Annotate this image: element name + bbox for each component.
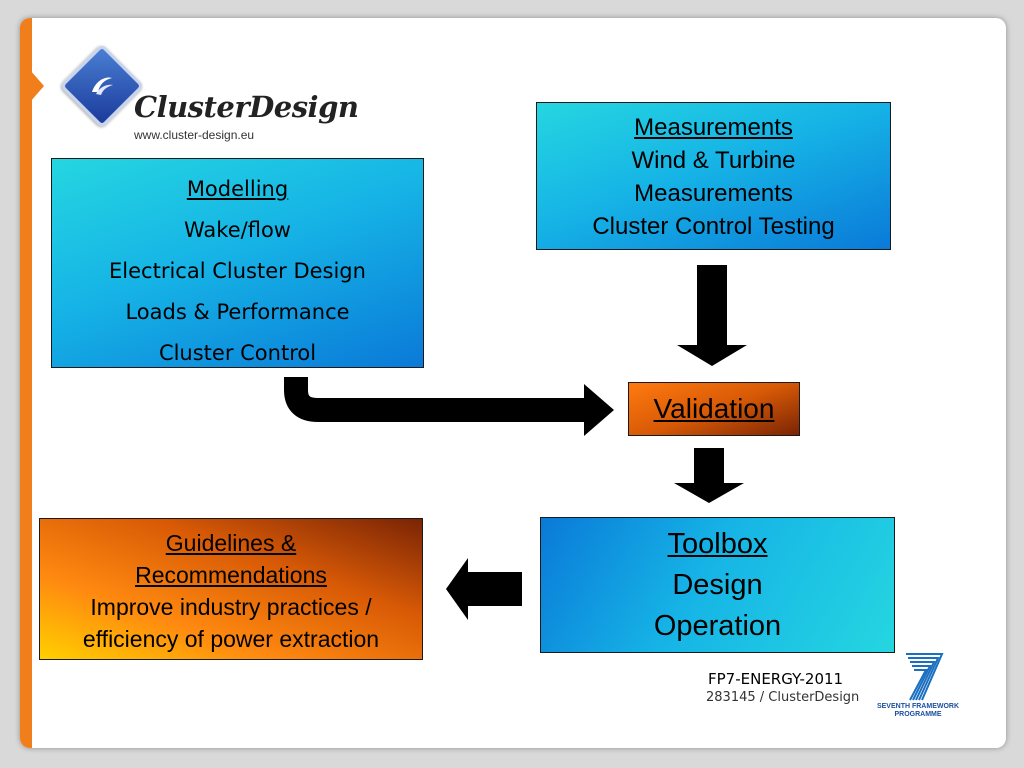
guidelines-arrowhead bbox=[446, 558, 468, 620]
modelling-arrowhead bbox=[584, 384, 614, 436]
validation-heading: Validation bbox=[653, 393, 775, 424]
fp7-logo-text: SEVENTH FRAMEWORK bbox=[876, 703, 960, 710]
logo-title: ClusterDesign bbox=[134, 90, 359, 124]
measurements-to-validation-shaft bbox=[697, 265, 727, 347]
accent-bar bbox=[20, 18, 32, 748]
swirl-icon bbox=[92, 77, 113, 95]
toolbox-heading: Toolbox bbox=[667, 528, 768, 560]
modelling-item: Cluster Control bbox=[158, 341, 317, 365]
validation-box: Validation bbox=[628, 382, 800, 436]
grant-label: 283145 / ClusterDesign bbox=[706, 690, 860, 705]
guidelines-heading: Recommendations bbox=[135, 562, 327, 588]
modelling-item: Electrical Cluster Design bbox=[109, 259, 366, 283]
guidelines-line: efficiency of power extraction bbox=[82, 626, 380, 652]
toolbox-box: Toolbox Design Operation bbox=[540, 517, 895, 653]
modelling-heading: Modelling bbox=[186, 177, 289, 201]
validation-to-toolbox-shaft bbox=[694, 448, 724, 484]
toolbox-line: Operation bbox=[653, 610, 782, 642]
accent-tab bbox=[30, 70, 44, 102]
measurements-heading: Measurements bbox=[634, 114, 793, 141]
modelling-item: Wake/flow bbox=[184, 218, 291, 242]
guidelines-box: Guidelines & Recommendations Improve ind… bbox=[39, 518, 423, 660]
measurements-line: Cluster Control Testing bbox=[592, 213, 835, 240]
toolbox-line: Design bbox=[672, 569, 763, 601]
fp7-logo-text: PROGRAMME bbox=[894, 711, 942, 718]
modelling-to-validation-arrow bbox=[284, 377, 586, 422]
measurements-line: Measurements bbox=[634, 180, 793, 207]
seventh-framework-logo-icon bbox=[906, 653, 944, 701]
logo-url: www.cluster-design.eu bbox=[134, 128, 255, 142]
modelling-item: Loads & Performance bbox=[125, 300, 350, 324]
measurements-line: Wind & Turbine bbox=[631, 147, 796, 174]
guidelines-line: Improve industry practices / bbox=[90, 594, 372, 620]
toolbox-to-guidelines-shaft bbox=[466, 572, 522, 606]
measurements-box: Measurements Wind & Turbine Measurements… bbox=[536, 102, 891, 250]
guidelines-heading: Guidelines & bbox=[165, 530, 297, 556]
programme-label: FP7-ENERGY-2011 bbox=[708, 670, 844, 688]
measurements-arrowhead bbox=[677, 345, 747, 366]
modelling-box: Modelling Wake/flow Electrical Cluster D… bbox=[51, 158, 424, 368]
validation-arrowhead bbox=[674, 483, 744, 503]
